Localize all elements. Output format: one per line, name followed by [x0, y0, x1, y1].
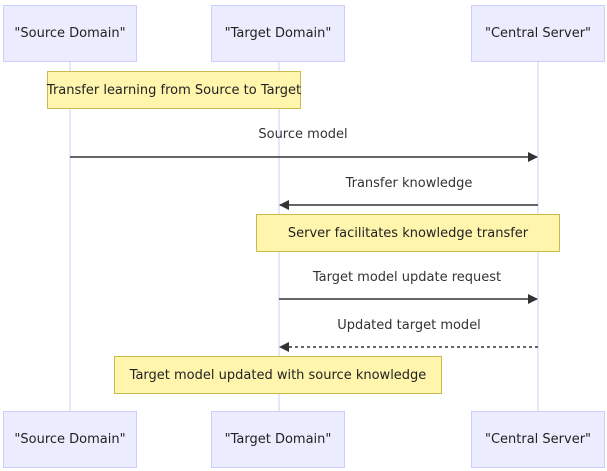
actor-target-bottom: "Target Domain" — [211, 411, 345, 468]
actor-source-top: "Source Domain" — [3, 5, 137, 62]
message-update-request: Target model update request — [312, 270, 502, 285]
message-transfer-knowledge: Transfer knowledge — [345, 176, 473, 191]
note-transfer-learning: Transfer learning from Source to Target — [47, 71, 301, 109]
actor-server-bottom: "Central Server" — [471, 411, 605, 468]
actor-target-top: "Target Domain" — [211, 5, 345, 62]
message-updated-model: Updated target model — [337, 318, 481, 333]
actor-server-top: "Central Server" — [471, 5, 605, 62]
note-server-facilitates: Server facilitates knowledge transfer — [256, 214, 560, 252]
actor-source-bottom: "Source Domain" — [3, 411, 137, 468]
message-source-model: Source model — [258, 127, 348, 142]
note-target-updated: Target model updated with source knowled… — [114, 356, 442, 394]
